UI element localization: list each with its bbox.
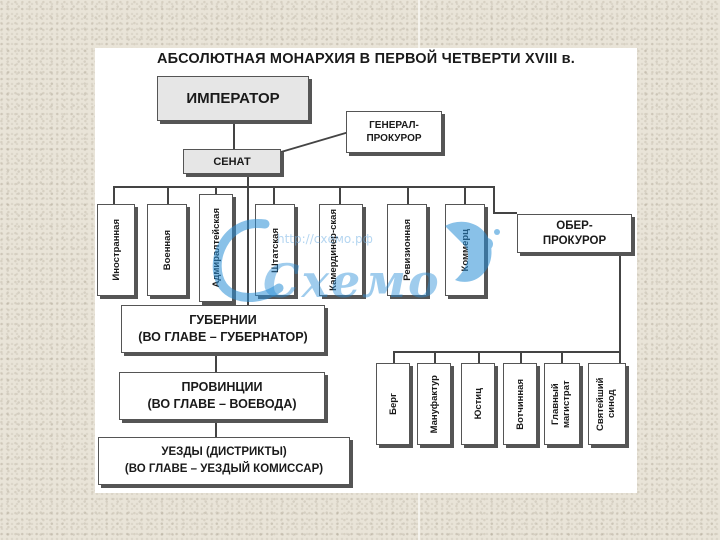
drop-kommerts — [464, 186, 466, 204]
connector-senate-bus — [247, 175, 249, 187]
collegium-berg: Берг — [376, 363, 410, 445]
emperor-label: ИМПЕРАТОР — [186, 90, 280, 107]
senate-box: СЕНАТ — [183, 149, 281, 174]
drop-manufaktur — [434, 351, 436, 363]
collegium-kommerts: Коммерц — [445, 204, 485, 296]
collegium-label: Иностранная — [110, 219, 122, 281]
ober-to-right-bus — [619, 251, 621, 363]
gubernii-line1: ГУБЕРНИИ — [189, 313, 257, 327]
collegium-label: Мануфактур — [428, 374, 440, 434]
right-collegia-bus — [393, 351, 621, 353]
bus-to-obedrop — [493, 186, 495, 212]
gubernii-line2: (ВО ГЛАВЕ – ГУБЕРНАТОР) — [138, 330, 308, 344]
uezdy-line2: (ВО ГЛАВЕ – УЕЗДЫЙ КОМИССАР) — [124, 463, 324, 475]
collegium-label: Адмиралтейская — [210, 208, 222, 288]
collegium-admiralteyskaya: Адмиралтейская — [199, 194, 233, 302]
procurator-general-line2: ПРОКУРОР — [366, 133, 422, 144]
ober-procurator-line1: ОБЕР- — [556, 219, 593, 232]
collegium-label: Берг — [387, 393, 399, 415]
connector-provintsii-uezdy — [215, 420, 217, 437]
connector-emperor-senate — [233, 123, 235, 150]
emperor-box: ИМПЕРАТОР — [157, 76, 309, 121]
drop-inostrannaya — [113, 186, 115, 204]
drop-votchinnaya — [520, 351, 522, 363]
collegium-glavny-magistrat: Главный магистрат — [544, 363, 580, 445]
collegium-voennaya: Военная — [147, 204, 187, 296]
gubernii-box: ГУБЕРНИИ (ВО ГЛАВЕ – ГУБЕРНАТОР) — [121, 305, 325, 353]
drop-revizionnaya — [407, 186, 409, 204]
connector-to-ober — [493, 212, 517, 214]
drop-magistrat — [561, 351, 563, 363]
collegium-label: Юстиц — [472, 388, 484, 420]
connector-gubernii-provintsii — [215, 354, 217, 372]
ober-procurator-line2: ПРОКУРОР — [542, 234, 607, 247]
watermark-url: http://схемо.рф — [277, 232, 373, 246]
diagram-title: АБСОЛЮТНАЯ МОНАРХИЯ В ПЕРВОЙ ЧЕТВЕРТИ XV… — [156, 51, 576, 67]
collegium-label: Вотчинная — [514, 378, 526, 430]
senate-label: СЕНАТ — [213, 155, 251, 168]
provintsii-box: ПРОВИНЦИИ (ВО ГЛАВЕ – ВОЕВОДА) — [119, 372, 325, 420]
provintsii-line1: ПРОВИНЦИИ — [181, 380, 263, 394]
uezdy-line1: УЕЗДЫ (ДИСТРИКТЫ) — [161, 446, 287, 458]
collegium-yustits: Юстиц — [461, 363, 495, 445]
drop-voennaya — [167, 186, 169, 204]
watermark-logo-text: Схемо — [263, 254, 441, 308]
diagram-sheet: АБСОЛЮТНАЯ МОНАРХИЯ В ПЕРВОЙ ЧЕТВЕРТИ XV… — [95, 48, 637, 493]
collegium-inostrannaya: Иностранная — [97, 204, 135, 296]
senate-trunk-to-gubernii — [247, 187, 249, 305]
drop-kamerdiner — [339, 186, 341, 204]
procurator-general-box: ГЕНЕРАЛ- ПРОКУРОР — [346, 111, 442, 153]
left-collegia-bus — [113, 186, 495, 188]
drop-yustits — [478, 351, 480, 363]
collegium-label: Главный магистрат — [550, 380, 572, 428]
drop-shtatskaya — [273, 186, 275, 204]
collegium-revizionnaya: Ревизионная — [387, 204, 427, 296]
collegium-votchinnaya: Вотчинная — [503, 363, 537, 445]
collegium-sinod: Святейший синод — [588, 363, 626, 445]
collegium-label: Святейший синод — [595, 377, 617, 431]
provintsii-line2: (ВО ГЛАВЕ – ВОЕВОДА) — [147, 397, 297, 411]
procurator-general-line1: ГЕНЕРАЛ- — [369, 120, 419, 131]
collegium-kamerdiner: Камердинер-ская — [319, 204, 363, 296]
ober-procurator-box: ОБЕР- ПРОКУРОР — [517, 214, 632, 253]
collegium-label: Военная — [161, 229, 173, 271]
uezdy-box: УЕЗДЫ (ДИСТРИКТЫ) (ВО ГЛАВЕ – УЕЗДЫЙ КОМ… — [98, 437, 350, 485]
collegium-manufaktur: Мануфактур — [417, 363, 451, 445]
collegium-label: Коммерц — [459, 228, 471, 272]
drop-berg — [393, 351, 395, 363]
